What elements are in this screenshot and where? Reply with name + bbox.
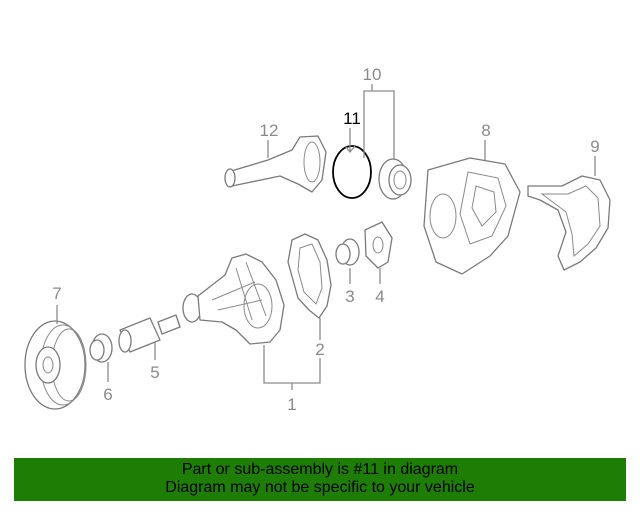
part-10-thermostat bbox=[378, 158, 412, 200]
callout-1: 1 bbox=[287, 395, 296, 414]
part-4-impeller bbox=[364, 221, 393, 269]
callout-5: 5 bbox=[150, 363, 159, 382]
callout-2: 2 bbox=[315, 340, 324, 359]
part-8-housing bbox=[423, 157, 521, 275]
callout-3: 3 bbox=[345, 287, 354, 306]
callout-6: 6 bbox=[103, 385, 112, 404]
leader-11 bbox=[344, 128, 356, 154]
part-6-hub bbox=[89, 333, 113, 363]
part-3-seal bbox=[335, 238, 360, 266]
part-12-outlet-pipe bbox=[224, 135, 327, 193]
leader-1 bbox=[263, 345, 321, 390]
banner-line-2: Diagram may not be specific to your vehi… bbox=[165, 479, 475, 496]
callout-11: 11 bbox=[343, 109, 361, 128]
info-banner: Part or sub-assembly is #11 in diagram D… bbox=[14, 458, 626, 501]
callout-12: 12 bbox=[260, 121, 279, 140]
callout-4: 4 bbox=[375, 287, 384, 306]
callout-7: 7 bbox=[52, 284, 61, 303]
leader-10 bbox=[363, 84, 395, 160]
part-1-pump-housing bbox=[182, 253, 285, 345]
part-7-pulley bbox=[24, 320, 87, 410]
part-9-gasket-plate bbox=[527, 175, 611, 271]
part-11-o-ring bbox=[332, 145, 372, 199]
banner-line-1: Part or sub-assembly is #11 in diagram bbox=[181, 461, 459, 478]
callout-10: 10 bbox=[363, 65, 382, 84]
part-2-gasket bbox=[287, 233, 332, 319]
callout-9: 9 bbox=[590, 137, 599, 156]
callout-8: 8 bbox=[481, 121, 490, 140]
part-5-shaft bbox=[118, 314, 181, 353]
